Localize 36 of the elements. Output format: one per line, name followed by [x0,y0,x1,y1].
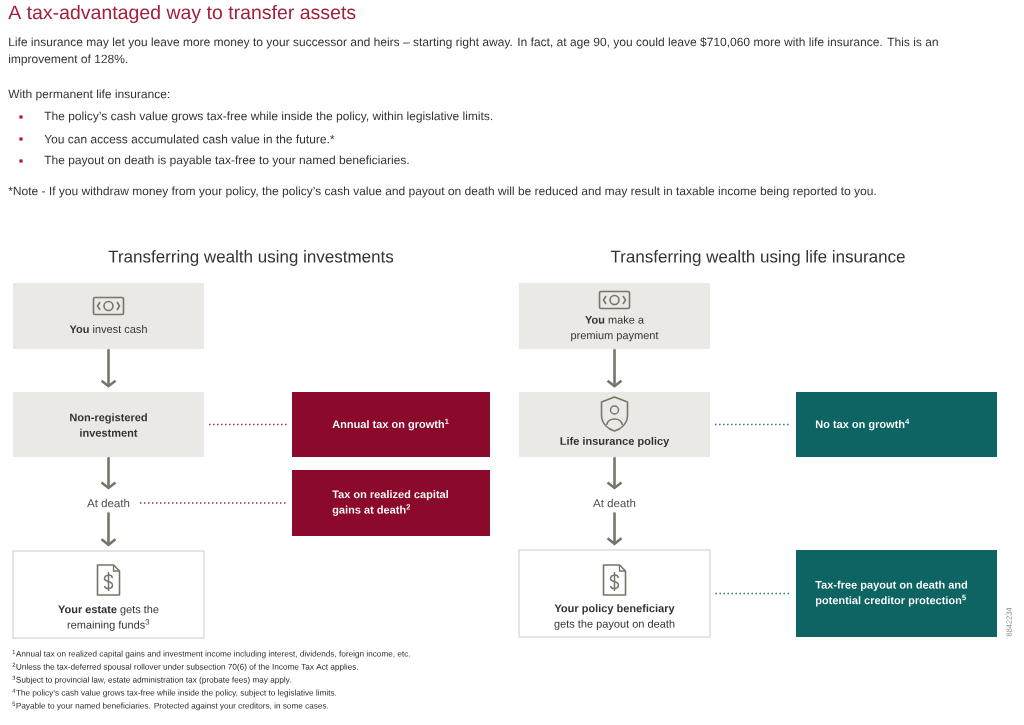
info-box: Tax-free payout on death and potential creditor protection$^{5}$ [796,550,997,637]
bullet-text: You can access accumulated cash value in the future.* [44,134,335,144]
dotted-line [714,592,792,595]
dotted-line [714,423,792,426]
column-heading: Transferring wealth using life insurance [610,250,905,266]
page-title: A tax-advantaged way to transfer assets [8,4,356,24]
footnote: $^{2}$Unless the tax-deferred spousal rollover under subsection 70(6) of the Income Tax Act applies. [12,662,358,672]
arrow [100,349,117,388]
arrow [100,457,117,490]
step-box: Your policy beneficiary gets the payout on death [518,549,711,638]
footnote: $^{4}$The policy’s cash value grows tax-free while inside the policy, subject to legislative limits. [12,688,337,698]
body-text: With permanent life insurance: [8,89,170,101]
intro-paragraph: Life insurance may let you leave more money to your successor and heirs – starting right away. In fact, at age 90, you could leave $710,060 more with life insurance. This is an improvement of 128%. [9,37,938,66]
arrow [100,512,117,547]
dotted-line [208,423,288,426]
step-box: Life insurance policy [519,392,710,457]
footnote: $^{1}$Annual tax on realized capital gains and investment income including interest, dividends, foreign income, etc. [12,649,410,659]
step-box: Your estate gets the remaining funds$^{3}$ [12,550,205,639]
step-label: At death [87,498,130,508]
info-box: Tax on realized capital gains at death$^{2}$ [292,470,490,536]
column-heading: Transferring wealth using investments [108,250,394,266]
arrow [606,349,623,388]
arrow [606,512,623,546]
bullet-text: The payout on death is payable tax-free to your named beneficiaries. [44,155,409,167]
note-text: *Note - If you withdraw money from your policy, the policy’s cash value and payout on death will be reduced and may result in taxable income being reported to you. [8,186,876,198]
info-box: Annual tax on growth$^{1}$ [292,392,490,457]
footnote: $^{5}$Payable to your named beneficiaries. Protected against your creditors, in some cases. [12,701,329,711]
dotted-line [139,502,288,504]
step-box: You invest cash [13,283,204,349]
info-box: No tax on growth$^{4}$ [796,392,997,457]
step-label: At death [593,498,636,508]
footnote: $^{3}$Subject to provincial law, estate administration tax (probate fees) may apply. [12,675,291,685]
step-box: You make a premium payment [519,283,710,349]
bullet-text: The policy’s cash value grows tax-free while inside the policy, within legislative limits. [44,111,493,123]
arrow [606,457,623,490]
step-box: Non-registered investment [13,392,204,457]
